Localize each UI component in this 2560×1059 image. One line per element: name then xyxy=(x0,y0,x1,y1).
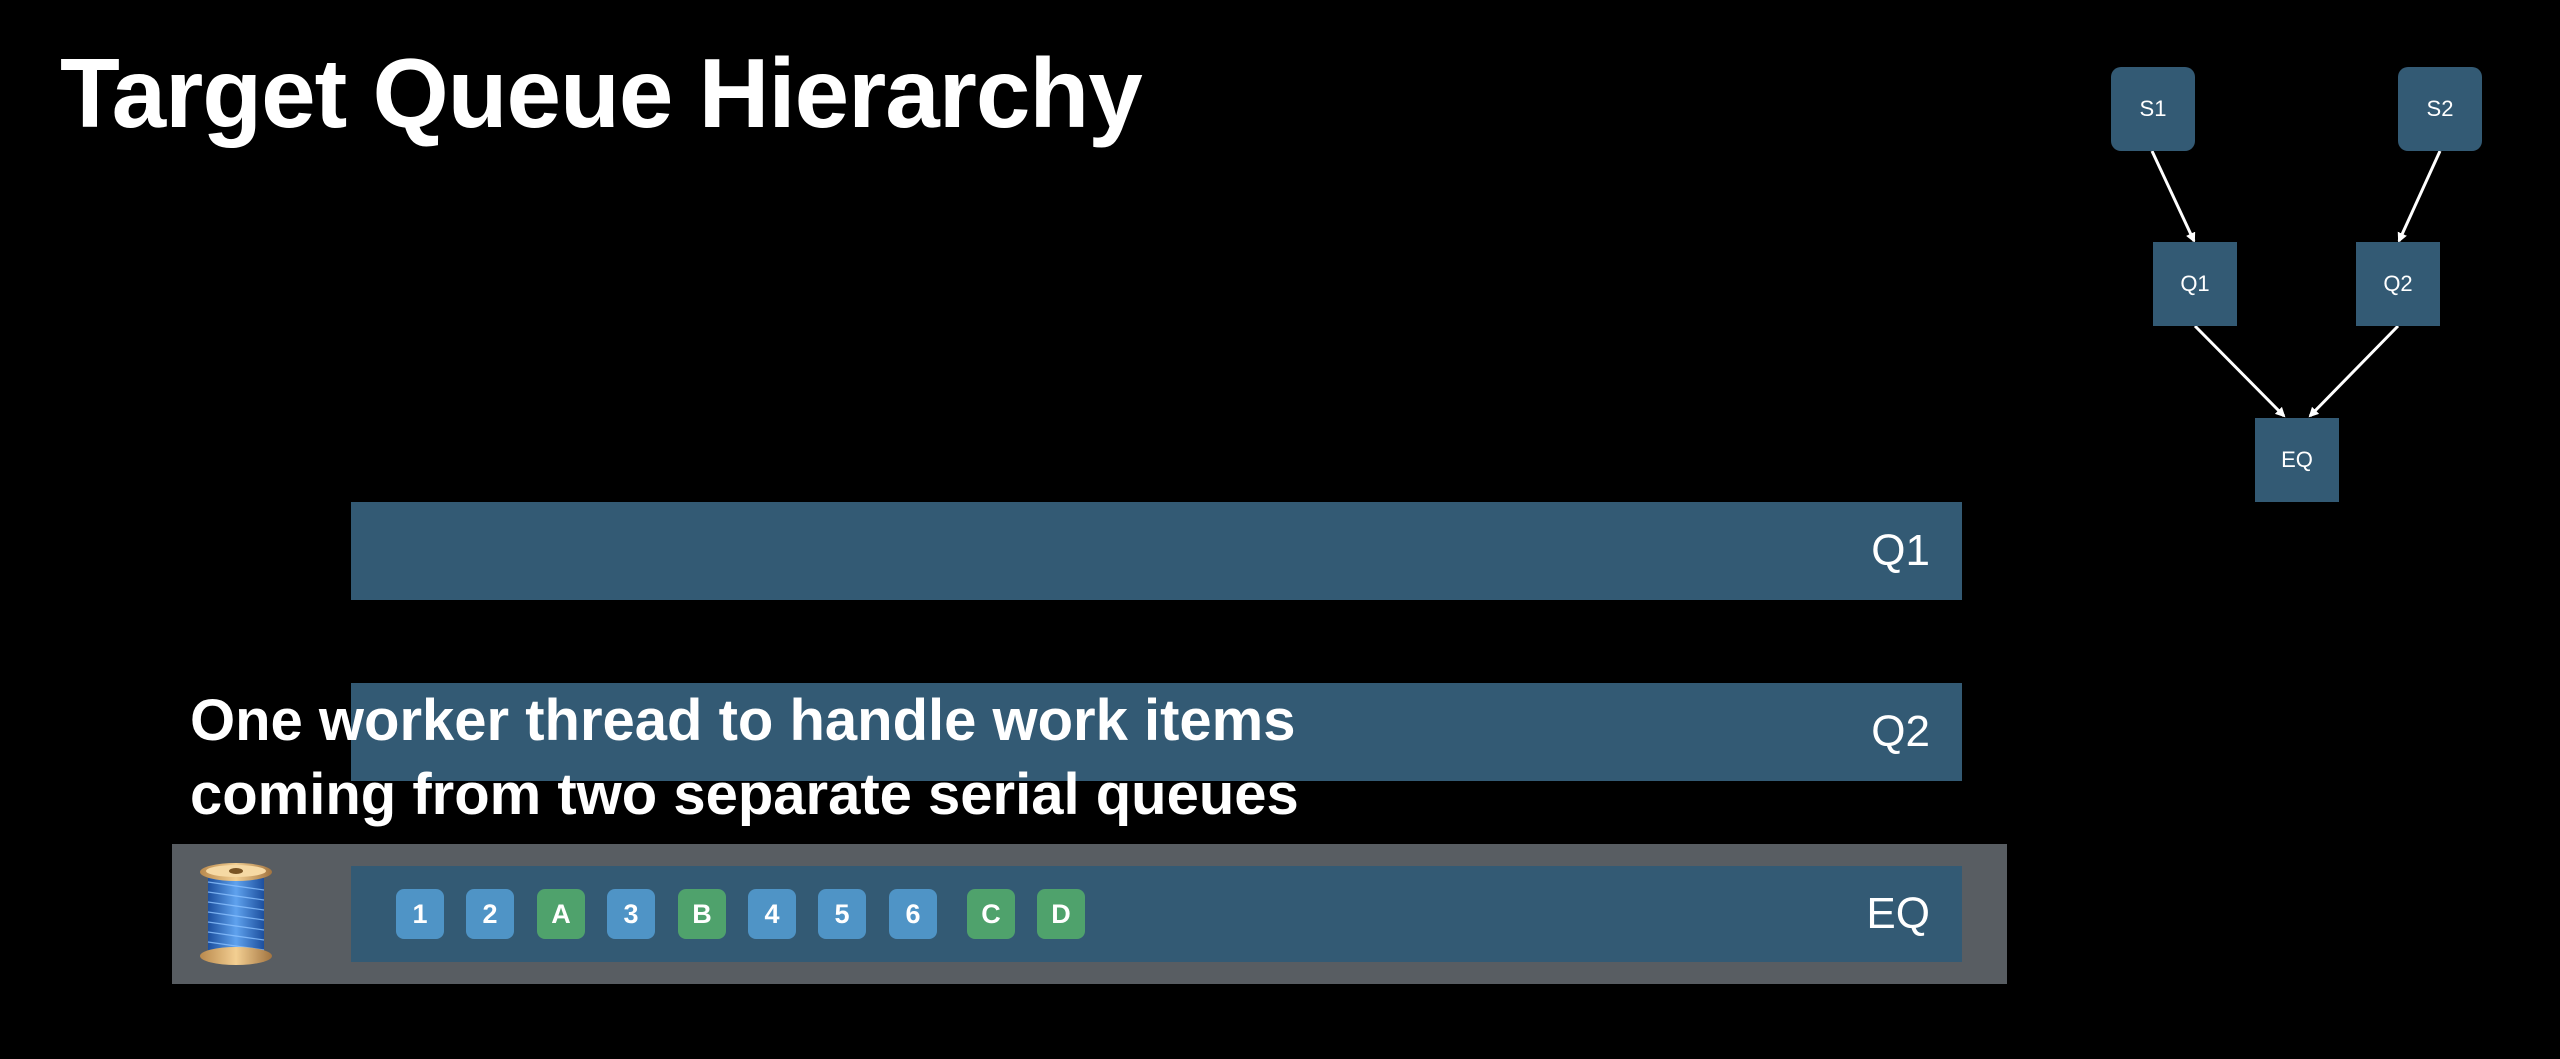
work-item-b: B xyxy=(678,889,726,939)
work-item-4: 4 xyxy=(748,889,796,939)
hierarchy-node-s2: S2 xyxy=(2398,67,2482,151)
queue-lane-q2: Q2 xyxy=(351,683,1962,781)
queue-lane-label: EQ xyxy=(1866,889,1930,938)
hierarchy-node-eq: EQ xyxy=(2255,418,2339,502)
work-item-c: C xyxy=(967,889,1015,939)
edge-s1-q1 xyxy=(2150,150,2196,243)
work-item-3: 3 xyxy=(607,889,655,939)
thread-spool-icon xyxy=(200,863,272,965)
slide-title: Target Queue Hierarchy xyxy=(60,38,1143,148)
work-item-5: 5 xyxy=(818,889,866,939)
work-item-a: A xyxy=(537,889,585,939)
hierarchy-node-q2: Q2 xyxy=(2356,242,2440,326)
queue-lane-label: Q2 xyxy=(1871,707,1930,756)
edge-q2-eq xyxy=(2308,324,2400,418)
hierarchy-node-s1: S1 xyxy=(2111,67,2195,151)
work-item-d: D xyxy=(1037,889,1085,939)
work-item-1: 1 xyxy=(396,889,444,939)
queue-lane-q1: Q1 xyxy=(351,502,1962,600)
edge-q1-eq xyxy=(2193,324,2286,418)
slide-caption: One worker thread to handle work items c… xyxy=(190,684,1299,832)
queue-lane-label: Q1 xyxy=(1871,526,1930,575)
caption-line: One worker thread to handle work items xyxy=(190,688,1296,753)
hierarchy-node-q1: Q1 xyxy=(2153,242,2237,326)
work-item-2: 2 xyxy=(466,889,514,939)
work-item-6: 6 xyxy=(889,889,937,939)
edge-s2-q2 xyxy=(2397,150,2442,243)
caption-line: coming from two separate serial queues xyxy=(190,762,1299,827)
